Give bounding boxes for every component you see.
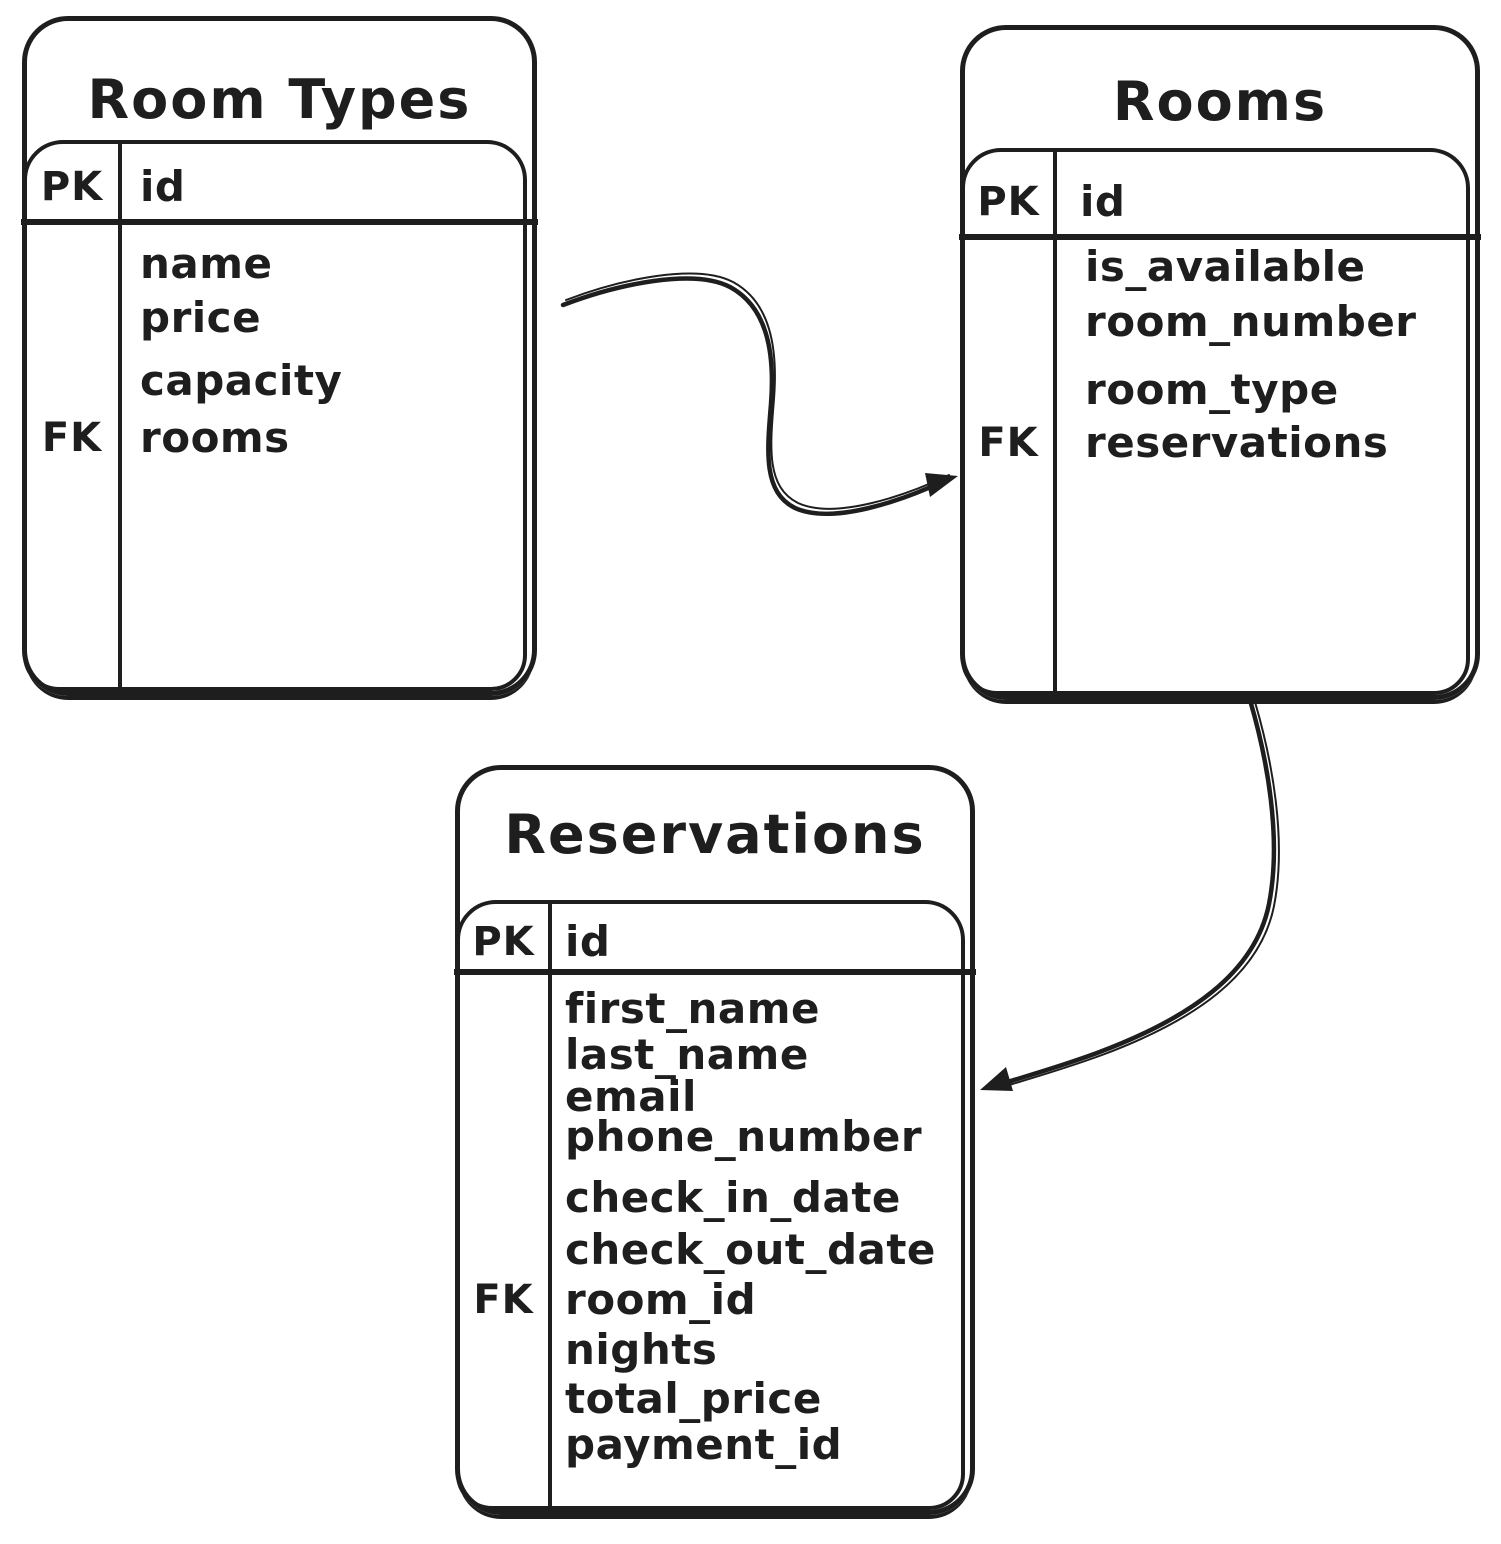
rooms-title: Rooms (1112, 70, 1328, 133)
reservations-field-check-out-date: check_out_date (565, 1225, 936, 1274)
room-types-header-box (23, 140, 527, 691)
reservations-pk-field: id (565, 917, 611, 966)
arrowhead-into-rooms (925, 473, 958, 497)
room-types-pk-separator (21, 219, 538, 225)
reservations-pk-label: PK (472, 919, 535, 965)
entity-table-reservations[interactable]: Reservations PK id first_name last_name … (454, 765, 976, 1515)
reservations-fk-label: FK (473, 1277, 534, 1323)
rooms-header-box (961, 148, 1470, 695)
room-types-field-capacity: capacity (140, 356, 343, 405)
reservations-field-total-price: total_price (565, 1374, 822, 1423)
reservations-field-last-name: last_name (565, 1030, 809, 1079)
reservations-pk-separator (454, 969, 976, 975)
reservations-field-nights: nights (565, 1325, 718, 1374)
rooms-pk-field: id (1080, 177, 1126, 226)
reservations-field-check-in-date: check_in_date (565, 1173, 901, 1222)
reservations-field-first-name: first_name (565, 984, 820, 1033)
room-types-title: Room Types (87, 68, 472, 131)
room-types-fk-label: FK (41, 415, 103, 461)
reservations-field-email: email (565, 1072, 697, 1121)
room-types-key-column-divider (118, 142, 122, 689)
reservations-header-box (456, 900, 965, 1510)
room-types-field-price: price (140, 293, 262, 342)
room-types-pk-label: PK (40, 164, 104, 210)
arrow-room-types-to-rooms[interactable] (560, 272, 958, 517)
rooms-fk-label: FK (978, 420, 1039, 466)
reservations-field-phone-number: phone_number (565, 1112, 923, 1161)
room-types-field-name: name (140, 239, 273, 288)
rooms-pk-separator (959, 234, 1481, 240)
rooms-field-room-number: room_number (1085, 297, 1417, 346)
arrowhead-into-reservations (980, 1067, 1013, 1091)
rooms-pk-label: PK (977, 179, 1040, 225)
reservations-field-payment-id: payment_id (565, 1420, 843, 1469)
entity-table-rooms[interactable]: Rooms PK id is_available room_number roo… (959, 25, 1481, 700)
rooms-field-is-available: is_available (1085, 242, 1366, 291)
entity-table-room-types[interactable]: Room Types PK id name price capacity FK … (21, 16, 538, 696)
reservations-title: Reservations (504, 803, 926, 866)
rooms-field-reservations: reservations (1085, 418, 1389, 467)
reservations-key-column-divider (548, 902, 552, 1508)
reservations-field-room-id: room_id (565, 1275, 757, 1324)
rooms-key-column-divider (1053, 150, 1057, 693)
rooms-field-room-type: room_type (1085, 365, 1339, 414)
room-types-pk-field: id (140, 162, 186, 211)
room-types-field-rooms: rooms (140, 413, 290, 462)
arrow-rooms-to-reservations[interactable] (980, 697, 1280, 1091)
